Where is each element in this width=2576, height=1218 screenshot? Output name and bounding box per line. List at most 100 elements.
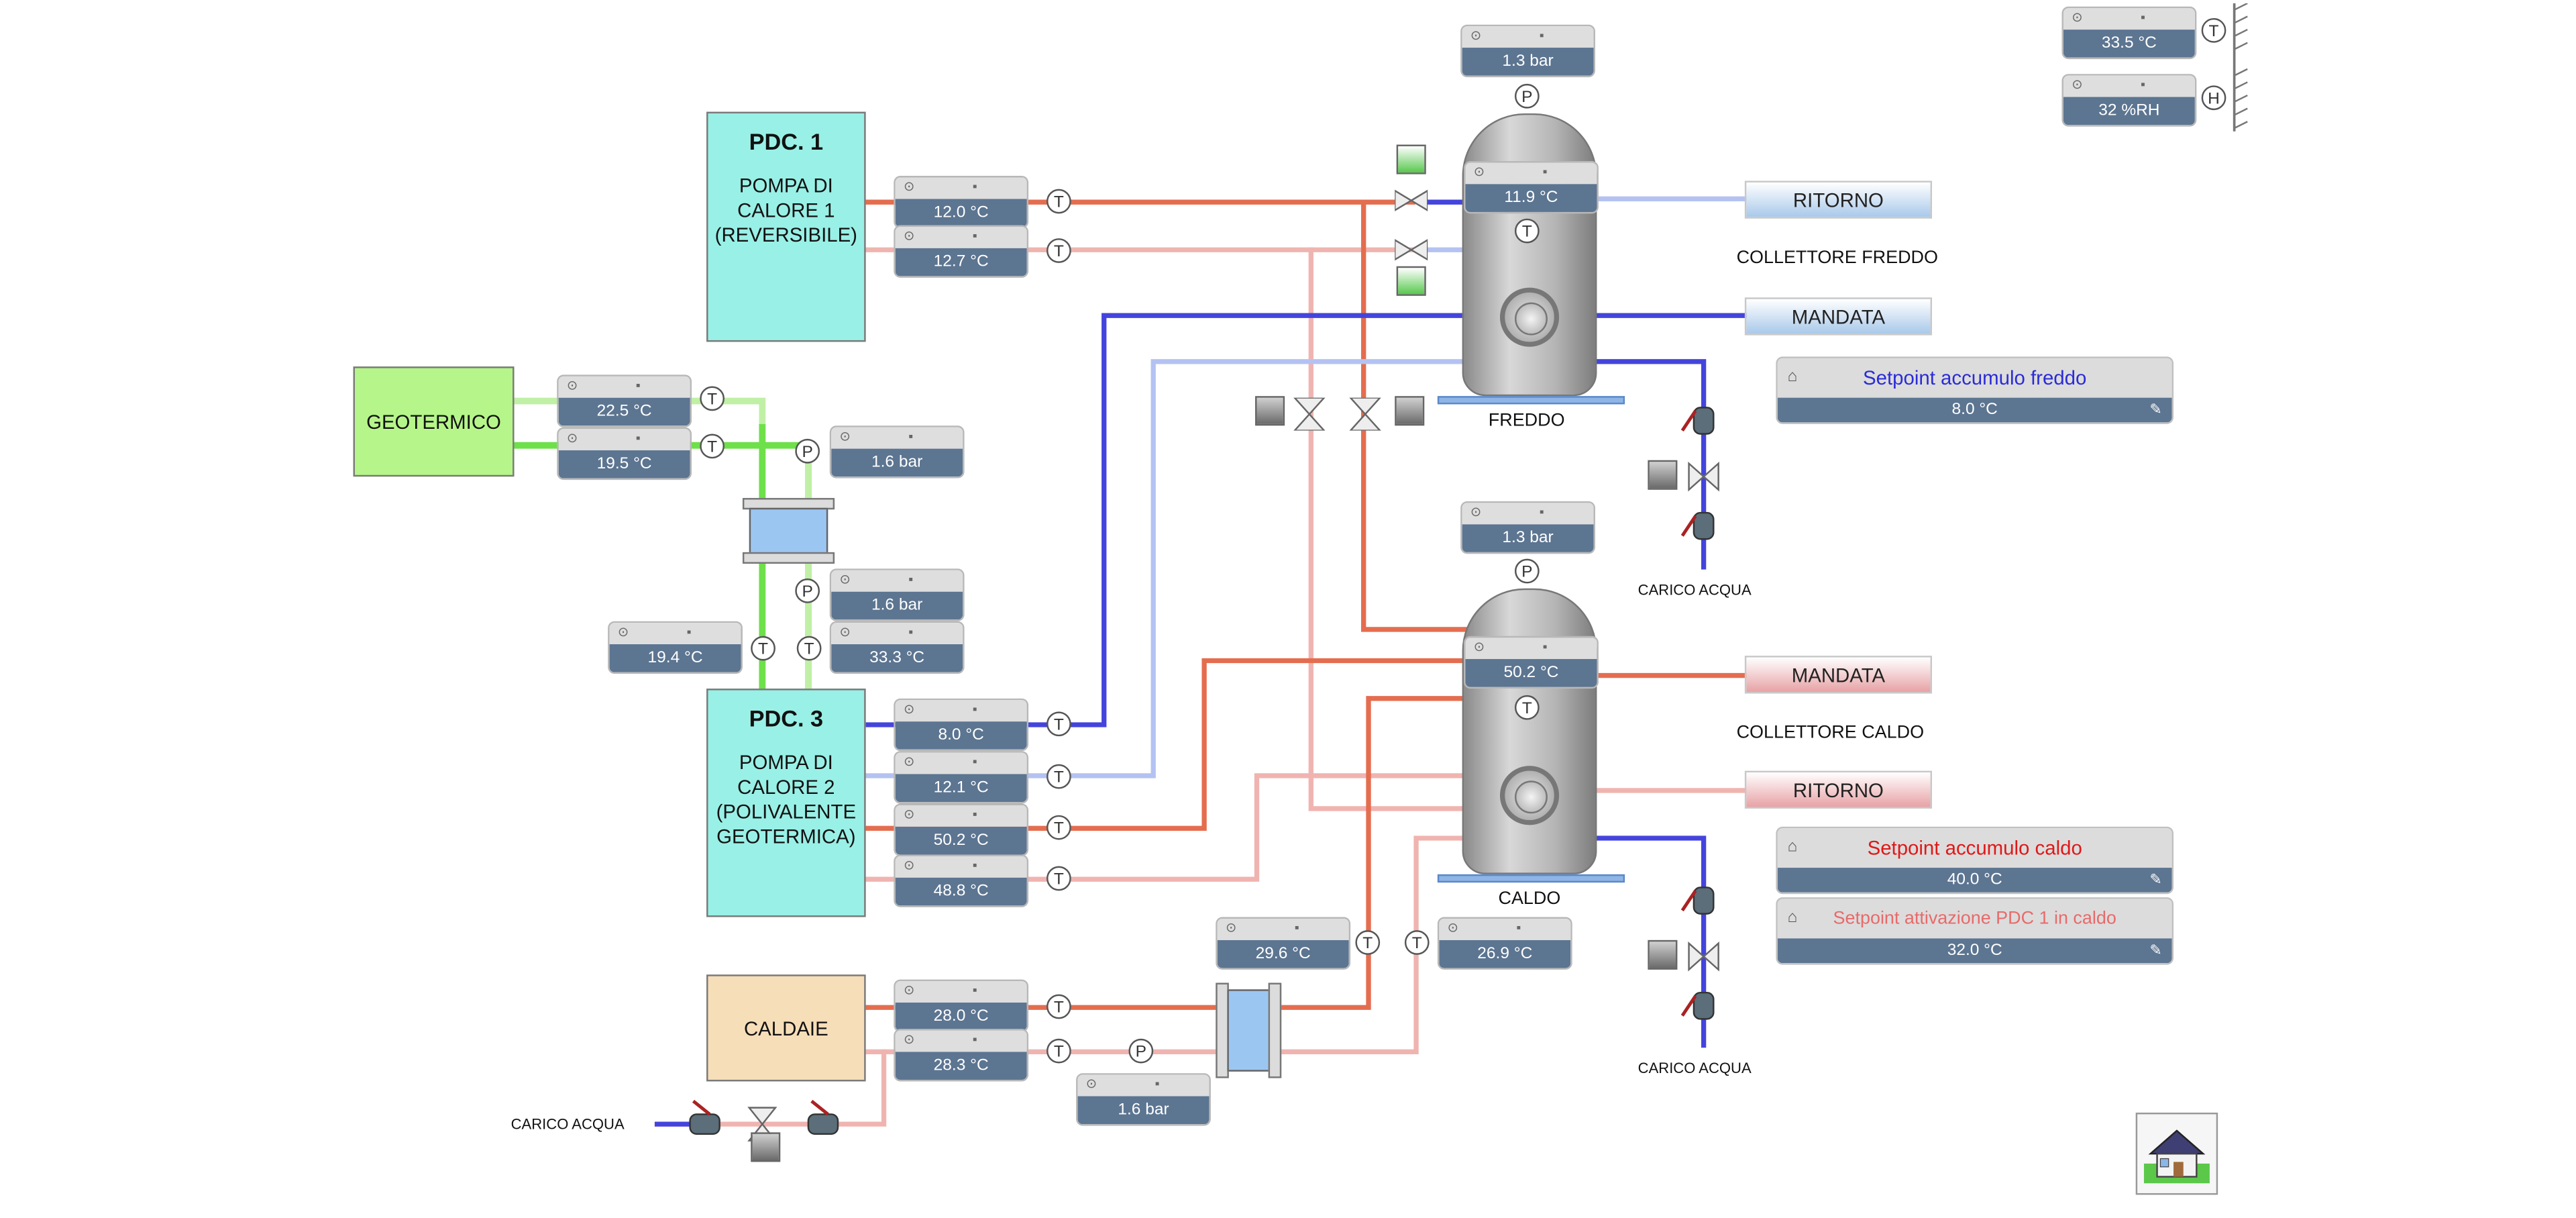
pdc3-temp-4-value: 48.8 °C	[895, 877, 1027, 906]
edit-icon[interactable]: ✎	[2149, 942, 2162, 958]
valve-actuator-icon[interactable]	[1648, 460, 1678, 490]
widget-right-icon: ▪	[972, 807, 977, 822]
caldaie-pressure-widget[interactable]: ⊙▪ 1.6 bar	[1077, 1074, 1210, 1125]
widget-right-icon: ▪	[972, 754, 977, 770]
caldaie-temp-2-widget[interactable]: ⊙▪ 28.3 °C	[895, 1030, 1027, 1080]
cold-return-collector[interactable]: RITORNO	[1744, 181, 1933, 219]
pdc3-line-2: CALORE 2	[737, 775, 835, 799]
widget-left-icon: ⊙	[2072, 9, 2083, 25]
pdc1-supply-temp-widget[interactable]: ⊙ ▪ 12.0 °C	[895, 177, 1027, 227]
valve-actuator-icon[interactable]	[1396, 144, 1426, 174]
three-way-valve-icon[interactable]	[1395, 189, 1428, 212]
hx-temp-2-value: 26.9 °C	[1439, 940, 1571, 968]
widget-right-icon: ▪	[908, 624, 914, 640]
temp-sensor-icon: T	[1355, 930, 1381, 955]
geo-pressure-1-widget[interactable]: ⊙▪ 1.6 bar	[831, 427, 963, 477]
setpoint-freddo[interactable]: ⌂Setpoint accumulo freddo 8.0 °C✎	[1777, 358, 2172, 423]
pdc3-temp-3-value: 50.2 °C	[895, 826, 1027, 855]
geo-exchanger-bottom	[742, 552, 835, 564]
widget-right-icon: ▪	[972, 982, 977, 998]
widget-left-icon: ⊙	[903, 228, 915, 244]
edit-icon[interactable]: ✎	[2149, 401, 2162, 418]
valve-actuator-icon[interactable]	[1396, 266, 1426, 296]
pdc3-temp-1-value: 8.0 °C	[895, 721, 1027, 750]
pdc3-temp-3-widget[interactable]: ⊙▪ 50.2 °C	[895, 805, 1027, 855]
edit-icon[interactable]: ✎	[2149, 870, 2162, 888]
setpoint-pdc1-caldo-value: 32.0 °C	[1947, 942, 2002, 960]
pdc3-temp-2-widget[interactable]: ⊙▪ 12.1 °C	[895, 752, 1027, 803]
freddo-temp-widget[interactable]: ⊙▪ 11.9 °C	[1465, 162, 1597, 212]
temp-sensor-icon: T	[1046, 1038, 1071, 1064]
pressure-sensor-icon: P	[1128, 1038, 1154, 1064]
widget-left-icon: ⊙	[903, 179, 915, 194]
caldo-fill-valves[interactable]	[1676, 874, 1725, 1039]
freddo-pressure-widget[interactable]: ⊙▪ 1.3 bar	[1462, 26, 1594, 76]
pdc1-return-temp-widget[interactable]: ⊙▪ 12.7 °C	[895, 226, 1027, 276]
cold-collector-title: COLLETTORE FREDDO	[1736, 248, 1938, 268]
geotermico-unit[interactable]: GEOTERMICO	[353, 366, 515, 477]
caldaie-temp-2-value: 28.3 °C	[895, 1052, 1027, 1080]
widget-right-icon: ▪	[972, 179, 977, 194]
temp-sensor-icon: T	[1404, 930, 1430, 955]
setpoint-caldo-label: Setpoint accumulo caldo	[1867, 836, 2082, 860]
three-way-valve-icon[interactable]	[1349, 397, 1382, 431]
widget-right-icon: ▪	[972, 701, 977, 717]
pressure-sensor-icon: P	[795, 438, 820, 464]
setpoint-pdc1-caldo[interactable]: ⌂Setpoint attivazione PDC 1 in caldo 32.…	[1777, 899, 2172, 964]
caldaie-fill-valves[interactable]	[670, 1095, 851, 1160]
pdc1-unit[interactable]: PDC. 1 POMPA DI CALORE 1 (REVERSIBILE)	[706, 111, 866, 342]
caldaie-pressure-value: 1.6 bar	[1077, 1096, 1210, 1125]
caldaie-temp-1-widget[interactable]: ⊙▪ 28.0 °C	[895, 981, 1027, 1031]
ambient-humidity-widget[interactable]: ⊙▪ 32 %RH	[2063, 75, 2195, 125]
geo-temp-1-widget[interactable]: ⊙▪ 22.5 °C	[558, 376, 690, 426]
valve-actuator-icon[interactable]	[1255, 396, 1285, 426]
hot-return-collector[interactable]: RITORNO	[1744, 770, 1933, 809]
pdc1-title: PDC. 1	[749, 128, 824, 155]
pdc3-temp-1-widget[interactable]: ⊙ ▪ 8.0 °C	[895, 700, 1027, 750]
freddo-label: FREDDO	[1488, 411, 1565, 431]
home-button[interactable]	[2135, 1112, 2218, 1195]
cold-supply-collector[interactable]: MANDATA	[1744, 297, 1933, 336]
hx-temp-1-widget[interactable]: ⊙▪ 29.6 °C	[1217, 918, 1349, 968]
geo-temp-2-widget[interactable]: ⊙▪ 19.5 °C	[558, 429, 690, 478]
temp-sensor-icon: T	[1046, 711, 1071, 737]
widget-left-icon: ⊙	[903, 701, 915, 717]
valve-actuator-icon[interactable]	[751, 1132, 781, 1162]
setpoint-pdc1-caldo-label: Setpoint attivazione PDC 1 in caldo	[1833, 909, 2116, 929]
pdc3-unit[interactable]: PDC. 3 POMPA DI CALORE 2 (POLIVALENTE GE…	[706, 689, 866, 917]
pressure-sensor-icon: P	[1514, 83, 1540, 109]
setpoint-caldo[interactable]: ⌂Setpoint accumulo caldo 40.0 °C✎	[1777, 828, 2172, 893]
freddo-tank-base	[1437, 396, 1625, 405]
geo-pressure-2-widget[interactable]: ⊙▪ 1.6 bar	[831, 570, 963, 620]
widget-right-icon: ▪	[1542, 639, 1548, 654]
caldaie-unit[interactable]: CALDAIE	[706, 974, 866, 1082]
caldaie-exchanger-right	[1268, 982, 1282, 1078]
freddo-pressure-value: 1.3 bar	[1462, 48, 1594, 76]
temp-sensor-icon: T	[1046, 866, 1071, 891]
setpoint-freddo-label: Setpoint accumulo freddo	[1863, 366, 2087, 390]
widget-right-icon: ▪	[2141, 77, 2146, 93]
caldo-tank[interactable]	[1462, 588, 1597, 874]
freddo-manhole	[1499, 287, 1560, 347]
freddo-fill-valves[interactable]	[1676, 395, 1725, 559]
three-way-valve-icon[interactable]	[1395, 238, 1428, 261]
caldo-pressure-widget[interactable]: ⊙▪ 1.3 bar	[1462, 503, 1594, 552]
hot-supply-collector[interactable]: MANDATA	[1744, 656, 1933, 694]
temp-sensor-icon: T	[2201, 17, 2226, 43]
hx-temp-2-widget[interactable]: ⊙▪ 26.9 °C	[1439, 918, 1571, 968]
freddo-fill-pipe	[1594, 359, 1707, 570]
pdc1-supply-temp-value: 12.0 °C	[895, 199, 1027, 227]
widget-left-icon: ⊙	[1470, 28, 1482, 43]
valve-actuator-icon[interactable]	[1395, 396, 1425, 426]
freddo-tank[interactable]	[1462, 113, 1597, 397]
three-way-valve-icon[interactable]	[1293, 397, 1326, 431]
geo-temp-4-widget[interactable]: ⊙▪ 33.3 °C	[831, 623, 963, 672]
wall-hatch-icon	[2233, 3, 2248, 132]
ambient-temp-widget[interactable]: ⊙▪ 33.5 °C	[2063, 8, 2195, 58]
valve-actuator-icon[interactable]	[1648, 940, 1678, 970]
pdc3-temp-4-widget[interactable]: ⊙▪ 48.8 °C	[895, 856, 1027, 906]
geo-temp-3-widget[interactable]: ⊙▪ 19.4 °C	[609, 623, 741, 672]
geo-exchanger	[749, 507, 828, 554]
temp-sensor-icon: T	[1514, 695, 1540, 720]
caldo-temp-widget[interactable]: ⊙▪ 50.2 °C	[1465, 638, 1597, 687]
